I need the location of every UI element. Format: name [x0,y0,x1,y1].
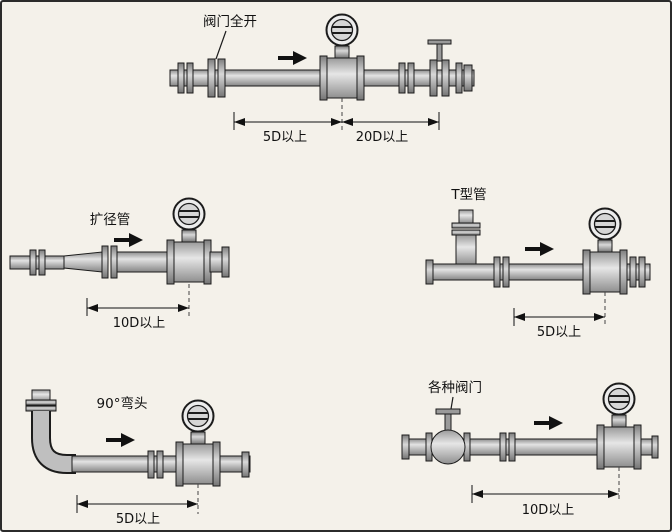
tee-branch [451,209,481,266]
valve-handle [427,39,452,45]
leader-line [215,30,227,60]
diagram-elbow: 90°弯头 5D以上 [25,389,251,527]
flowmeter [175,399,221,487]
dimension-label: 5D以上 [537,325,581,340]
diagram-valve-open: 阀门全开 5D以上 [169,13,475,145]
pipe-end-cap [401,434,410,460]
flow-arrow-icon [114,233,143,247]
dimension [513,308,605,326]
dimension-downstream [342,112,440,130]
flow-arrow-icon [106,433,135,447]
pipe [116,251,173,273]
pipe-end-cap [221,246,230,278]
dimension-label: 10D以上 [522,503,575,518]
dimension-upstream [233,112,342,130]
flange [629,256,646,288]
pipe [9,255,65,270]
dimension-label: 5D以上 [116,512,160,527]
diagram-tee: T型管 5D以上 [425,187,651,340]
diagram-expander: 扩径管 10D以上 [9,197,230,331]
flange [29,249,46,276]
ball-valve [425,408,471,465]
valve-handle [435,408,461,415]
dimension-label: 20D以上 [356,130,409,145]
flowmeter [582,207,628,295]
dimension-label: 5D以上 [263,130,307,145]
expander-cone [63,251,103,273]
flowmeter [319,13,365,101]
dimension-label: 10D以上 [113,316,166,331]
elbow-pipe [25,389,76,474]
diagram-title: T型管 [450,187,486,203]
diagram-title: 90°弯头 [97,395,148,412]
diagram-title: 阀门全开 [203,13,257,30]
flow-arrow-icon [525,242,554,256]
pipe-end-cap [651,435,659,459]
flow-arrow-icon [278,51,307,65]
flange [499,432,516,462]
gate-valve [207,58,226,98]
leader-line [450,396,454,410]
dimension [76,495,198,513]
flange [455,62,463,94]
valve-with-handle [427,39,452,97]
flange [147,450,164,479]
diagram-valves: 各种阀门 10D以上 [401,380,659,518]
dimension [86,298,189,316]
pipe-end-cap [241,451,250,478]
flange [177,62,194,94]
diagram-title: 各种阀门 [428,380,482,396]
flow-arrow-icon [534,416,563,430]
diagram-title: 扩径管 [90,212,131,228]
dimension [471,485,619,503]
pipe-end-cap [425,259,434,285]
flange [398,62,415,94]
pipe-end-cap [463,64,473,92]
flowmeter [166,197,212,285]
flowmeter [596,382,642,470]
flange [101,245,118,279]
flange [493,256,510,288]
